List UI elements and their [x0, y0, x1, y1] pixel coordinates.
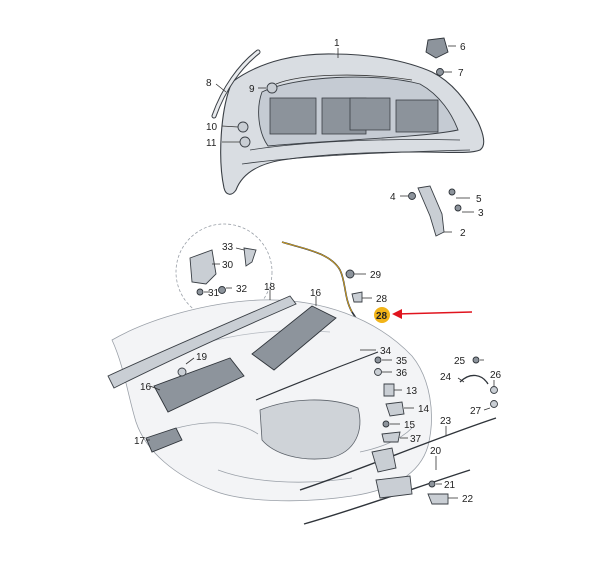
callout-16-left: 16: [140, 382, 152, 393]
grommet-10-icon: [237, 121, 249, 133]
callout-20: 20: [430, 446, 442, 457]
callout-33: 32: [236, 284, 248, 295]
hood-buffer-icon: [425, 37, 449, 59]
callout-4: 4: [390, 192, 396, 203]
bracket-17-icon: [145, 427, 183, 453]
callout-22: 22: [462, 494, 474, 505]
latch-lever-35: [255, 351, 379, 401]
screw-25-icon: [472, 356, 480, 364]
lock-mechanism-20-icon: [375, 475, 413, 499]
sensor-24-icon: [459, 374, 489, 385]
cowl-panel-16-right: [251, 305, 337, 371]
hood-hinge-icon: [417, 185, 445, 237]
highlight-marker: [374, 307, 390, 323]
grommet-11-icon: [239, 136, 251, 148]
callout-25: 25: [454, 356, 466, 367]
leader-lines: [146, 45, 495, 499]
clip-30-icon: [345, 269, 355, 279]
screw-21-icon: [428, 480, 436, 488]
callout-18: 18: [264, 282, 276, 293]
callout-29: 28: [376, 294, 388, 305]
latch-detail-inset: [175, 223, 273, 321]
screw-7-icon: [436, 68, 444, 76]
hood-panel: [220, 53, 485, 195]
buffer-13-icon: [383, 383, 395, 397]
callout-28: 28: [376, 311, 388, 322]
callout-1: 1: [334, 38, 340, 49]
callout-16-right: 16: [310, 288, 322, 299]
clip-19-icon: [177, 367, 187, 377]
handle-22-icon: [427, 493, 449, 505]
cowl-strip-18: [107, 295, 297, 389]
callout-labels: 1 2 3 4 5 6 7 8 9 10 11 12 13 14 15 16 1…: [134, 38, 502, 505]
screw-15-icon: [382, 420, 390, 428]
callout-3: 3: [478, 208, 484, 219]
callout-9: 9: [249, 84, 255, 95]
callout-21: 21: [444, 480, 456, 491]
callout-36: 35: [396, 356, 408, 367]
latch-14-icon: [385, 401, 405, 417]
callout-24: 24: [440, 372, 452, 383]
callout-13: 13: [406, 386, 418, 397]
grommet-9-icon: [266, 82, 278, 94]
callout-32: 31: [208, 288, 220, 299]
callout-7: 7: [458, 68, 464, 79]
callout-27: 27: [470, 406, 482, 417]
highlight-arrow: [395, 311, 473, 315]
highlight-arrowhead-icon: [392, 309, 402, 319]
screw-5-icon: [448, 188, 456, 196]
callout-8: 8: [206, 78, 212, 89]
callout-30: 29: [370, 270, 382, 281]
callout-11: 11: [206, 138, 217, 149]
callout-6: 6: [460, 42, 466, 53]
callout-37: 36: [396, 368, 408, 379]
callout-34: 33: [222, 242, 234, 253]
callout-5: 5: [476, 194, 482, 205]
callout-38: 37: [410, 434, 422, 445]
callout-23: 23: [440, 416, 452, 427]
lock-mechanism-icon: [371, 447, 397, 473]
bracket-38-icon: [381, 431, 401, 443]
connector-26-icon: [490, 386, 498, 394]
callout-26: 26: [490, 370, 502, 381]
cable-23: [299, 417, 497, 491]
bolt-3-icon: [454, 204, 462, 212]
callout-15: 15: [404, 420, 416, 431]
clip-29-icon: [351, 291, 363, 303]
callout-19: 19: [196, 352, 208, 363]
callout-31: 30: [222, 260, 234, 271]
callout-14: 14: [418, 404, 430, 415]
callout-2: 2: [460, 228, 466, 239]
cowl-panel-16-left: [153, 357, 245, 413]
clip-36-icon: [374, 356, 382, 364]
callout-35: 34: [380, 346, 392, 357]
callout-10: 10: [206, 122, 218, 133]
clip-37-icon: [374, 368, 382, 376]
callout-17: 17: [134, 436, 146, 447]
nut-4-icon: [408, 192, 416, 200]
clip-27-icon: [490, 400, 498, 408]
